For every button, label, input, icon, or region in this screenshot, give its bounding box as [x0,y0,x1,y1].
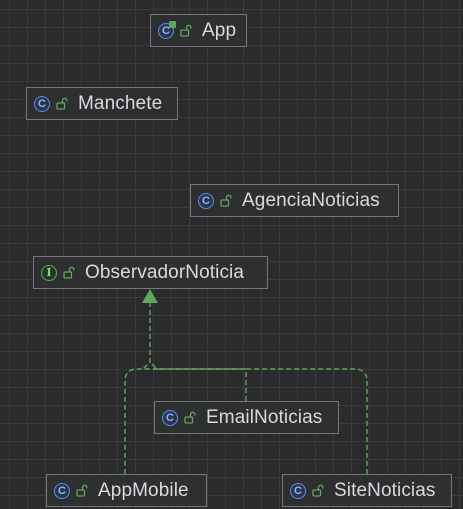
node-app[interactable]: C App [150,14,247,47]
node-label: AgenciaNoticias [242,189,380,211]
class-icon: C [34,95,50,112]
node-label: SiteNoticias [334,479,436,501]
class-icon: C [198,192,214,209]
implements-edge-email-noticias [150,368,247,401]
implements-edge-trunk [142,302,151,370]
node-manchete[interactable]: C Manchete [26,87,178,120]
implements-edge-app-mobile [124,368,157,474]
node-label: EmailNoticias [206,406,323,428]
public-lock-icon [76,484,88,497]
public-lock-icon [56,97,68,110]
public-lock-icon [180,24,192,37]
public-lock-icon [220,194,232,207]
class-icon: C [290,482,306,499]
node-label: Manchete [78,92,163,114]
node-email-noticias[interactable]: C EmailNoticias [154,401,339,434]
interface-icon: I [41,264,57,281]
class-icon: C [54,482,70,499]
public-lock-icon [184,411,196,424]
public-lock-icon [63,266,75,279]
class-icon: C [158,20,176,39]
node-site-noticias[interactable]: C SiteNoticias [282,474,452,507]
node-label: AppMobile [98,479,189,501]
node-label: ObservadorNoticia [85,261,245,283]
node-label: App [202,19,237,41]
class-icon: C [162,409,178,426]
node-agencia-noticias[interactable]: C AgenciaNoticias [190,184,399,217]
node-observador-noticia[interactable]: I ObservadorNoticia [33,256,268,289]
implements-arrowhead [142,289,158,303]
public-lock-icon [312,484,324,497]
node-app-mobile[interactable]: C AppMobile [46,474,207,507]
